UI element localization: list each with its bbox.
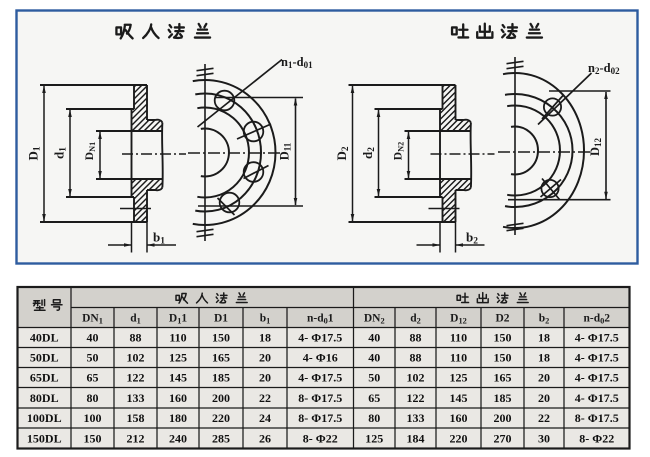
svg-text:b1: b1 bbox=[260, 313, 271, 326]
svg-text:150: 150 bbox=[212, 331, 230, 345]
svg-text:DN1: DN1 bbox=[82, 313, 103, 326]
svg-text:n-d02: n-d02 bbox=[583, 313, 610, 326]
svg-text:40: 40 bbox=[368, 351, 380, 365]
svg-text:n-d01: n-d01 bbox=[307, 313, 334, 326]
svg-text:50: 50 bbox=[368, 371, 380, 385]
svg-text:24: 24 bbox=[259, 411, 271, 425]
svg-text:150: 150 bbox=[84, 431, 102, 445]
svg-text:145: 145 bbox=[169, 371, 187, 385]
svg-text:80DL: 80DL bbox=[30, 391, 59, 405]
svg-text:88: 88 bbox=[410, 351, 422, 365]
svg-text:102: 102 bbox=[407, 371, 425, 385]
svg-text:165: 165 bbox=[212, 351, 230, 365]
svg-text:88: 88 bbox=[410, 331, 422, 345]
svg-text:80: 80 bbox=[87, 391, 99, 405]
svg-text:110: 110 bbox=[169, 331, 186, 345]
svg-text:d2: d2 bbox=[410, 313, 421, 326]
svg-text:20: 20 bbox=[259, 371, 271, 385]
svg-text:D12: D12 bbox=[588, 137, 603, 156]
svg-text:40DL: 40DL bbox=[30, 331, 59, 345]
svg-text:4- Φ16: 4- Φ16 bbox=[303, 351, 338, 365]
svg-text:220: 220 bbox=[212, 411, 230, 425]
svg-text:4- Φ17.5: 4- Φ17.5 bbox=[575, 371, 619, 385]
svg-text:185: 185 bbox=[494, 391, 512, 405]
svg-text:122: 122 bbox=[127, 371, 145, 385]
svg-text:125: 125 bbox=[450, 371, 468, 385]
svg-text:D12: D12 bbox=[450, 313, 467, 326]
svg-text:212: 212 bbox=[127, 431, 145, 445]
svg-text:150: 150 bbox=[494, 351, 512, 365]
svg-text:110: 110 bbox=[450, 331, 467, 345]
svg-text:133: 133 bbox=[407, 411, 425, 425]
svg-text:65: 65 bbox=[87, 371, 99, 385]
svg-text:8- Φ17.5: 8- Φ17.5 bbox=[298, 391, 342, 405]
svg-text:40: 40 bbox=[87, 331, 99, 345]
svg-text:180: 180 bbox=[169, 411, 187, 425]
svg-text:26: 26 bbox=[259, 431, 271, 445]
svg-text:4- Φ17.5: 4- Φ17.5 bbox=[298, 371, 342, 385]
svg-text:100: 100 bbox=[84, 411, 102, 425]
svg-text:110: 110 bbox=[450, 351, 467, 365]
svg-text:200: 200 bbox=[494, 411, 512, 425]
svg-text:158: 158 bbox=[127, 411, 145, 425]
svg-text:165: 165 bbox=[494, 371, 512, 385]
svg-text:8- Φ22: 8- Φ22 bbox=[579, 431, 614, 445]
svg-text:184: 184 bbox=[407, 431, 425, 445]
svg-text:145: 145 bbox=[450, 391, 468, 405]
svg-text:30: 30 bbox=[538, 431, 550, 445]
svg-text:4- Φ17.5: 4- Φ17.5 bbox=[575, 331, 619, 345]
svg-text:b2: b2 bbox=[539, 313, 550, 326]
svg-text:8- Φ22: 8- Φ22 bbox=[303, 431, 338, 445]
svg-text:122: 122 bbox=[407, 391, 425, 405]
svg-text:DN2: DN2 bbox=[364, 313, 385, 326]
svg-text:8- Φ17.5: 8- Φ17.5 bbox=[298, 411, 342, 425]
svg-text:88: 88 bbox=[130, 331, 142, 345]
svg-text:18: 18 bbox=[259, 331, 271, 345]
svg-text:4- Φ17.5: 4- Φ17.5 bbox=[298, 331, 342, 345]
svg-text:D1: D1 bbox=[26, 146, 43, 160]
svg-text:285: 285 bbox=[212, 431, 230, 445]
svg-text:D2: D2 bbox=[334, 146, 351, 160]
svg-text:160: 160 bbox=[169, 391, 187, 405]
svg-text:22: 22 bbox=[259, 391, 271, 405]
svg-text:d1: d1 bbox=[52, 147, 69, 159]
svg-text:65: 65 bbox=[368, 391, 380, 405]
svg-text:150: 150 bbox=[494, 331, 512, 345]
svg-text:50: 50 bbox=[87, 351, 99, 365]
svg-text:22: 22 bbox=[538, 411, 550, 425]
svg-text:DN1: DN1 bbox=[84, 142, 97, 160]
svg-text:DN2: DN2 bbox=[393, 142, 406, 160]
svg-text:D11: D11 bbox=[169, 313, 188, 326]
svg-text:240: 240 bbox=[169, 431, 187, 445]
svg-text:270: 270 bbox=[494, 431, 512, 445]
svg-text:150DL: 150DL bbox=[27, 431, 62, 445]
svg-text:18: 18 bbox=[538, 351, 550, 365]
svg-text:D1: D1 bbox=[214, 313, 228, 325]
svg-text:d2: d2 bbox=[360, 147, 377, 159]
svg-text:18: 18 bbox=[538, 331, 550, 345]
svg-text:200: 200 bbox=[212, 391, 230, 405]
svg-text:D11: D11 bbox=[278, 142, 293, 160]
svg-text:100DL: 100DL bbox=[27, 411, 62, 425]
svg-text:20: 20 bbox=[259, 351, 271, 365]
svg-text:D2: D2 bbox=[495, 313, 509, 325]
svg-text:d1: d1 bbox=[130, 313, 141, 326]
svg-text:40: 40 bbox=[368, 331, 380, 345]
svg-text:8- Φ17.5: 8- Φ17.5 bbox=[575, 411, 619, 425]
svg-text:20: 20 bbox=[538, 391, 550, 405]
svg-text:102: 102 bbox=[127, 351, 145, 365]
svg-text:65DL: 65DL bbox=[30, 371, 59, 385]
svg-text:125: 125 bbox=[365, 431, 383, 445]
svg-text:220: 220 bbox=[450, 431, 468, 445]
svg-text:125: 125 bbox=[169, 351, 187, 365]
svg-text:20: 20 bbox=[538, 371, 550, 385]
svg-text:50DL: 50DL bbox=[30, 351, 59, 365]
svg-text:80: 80 bbox=[368, 411, 380, 425]
svg-text:4- Φ17.5: 4- Φ17.5 bbox=[575, 351, 619, 365]
svg-text:185: 185 bbox=[212, 371, 230, 385]
svg-text:160: 160 bbox=[450, 411, 468, 425]
svg-text:133: 133 bbox=[127, 391, 145, 405]
svg-text:4- Φ17.5: 4- Φ17.5 bbox=[575, 391, 619, 405]
